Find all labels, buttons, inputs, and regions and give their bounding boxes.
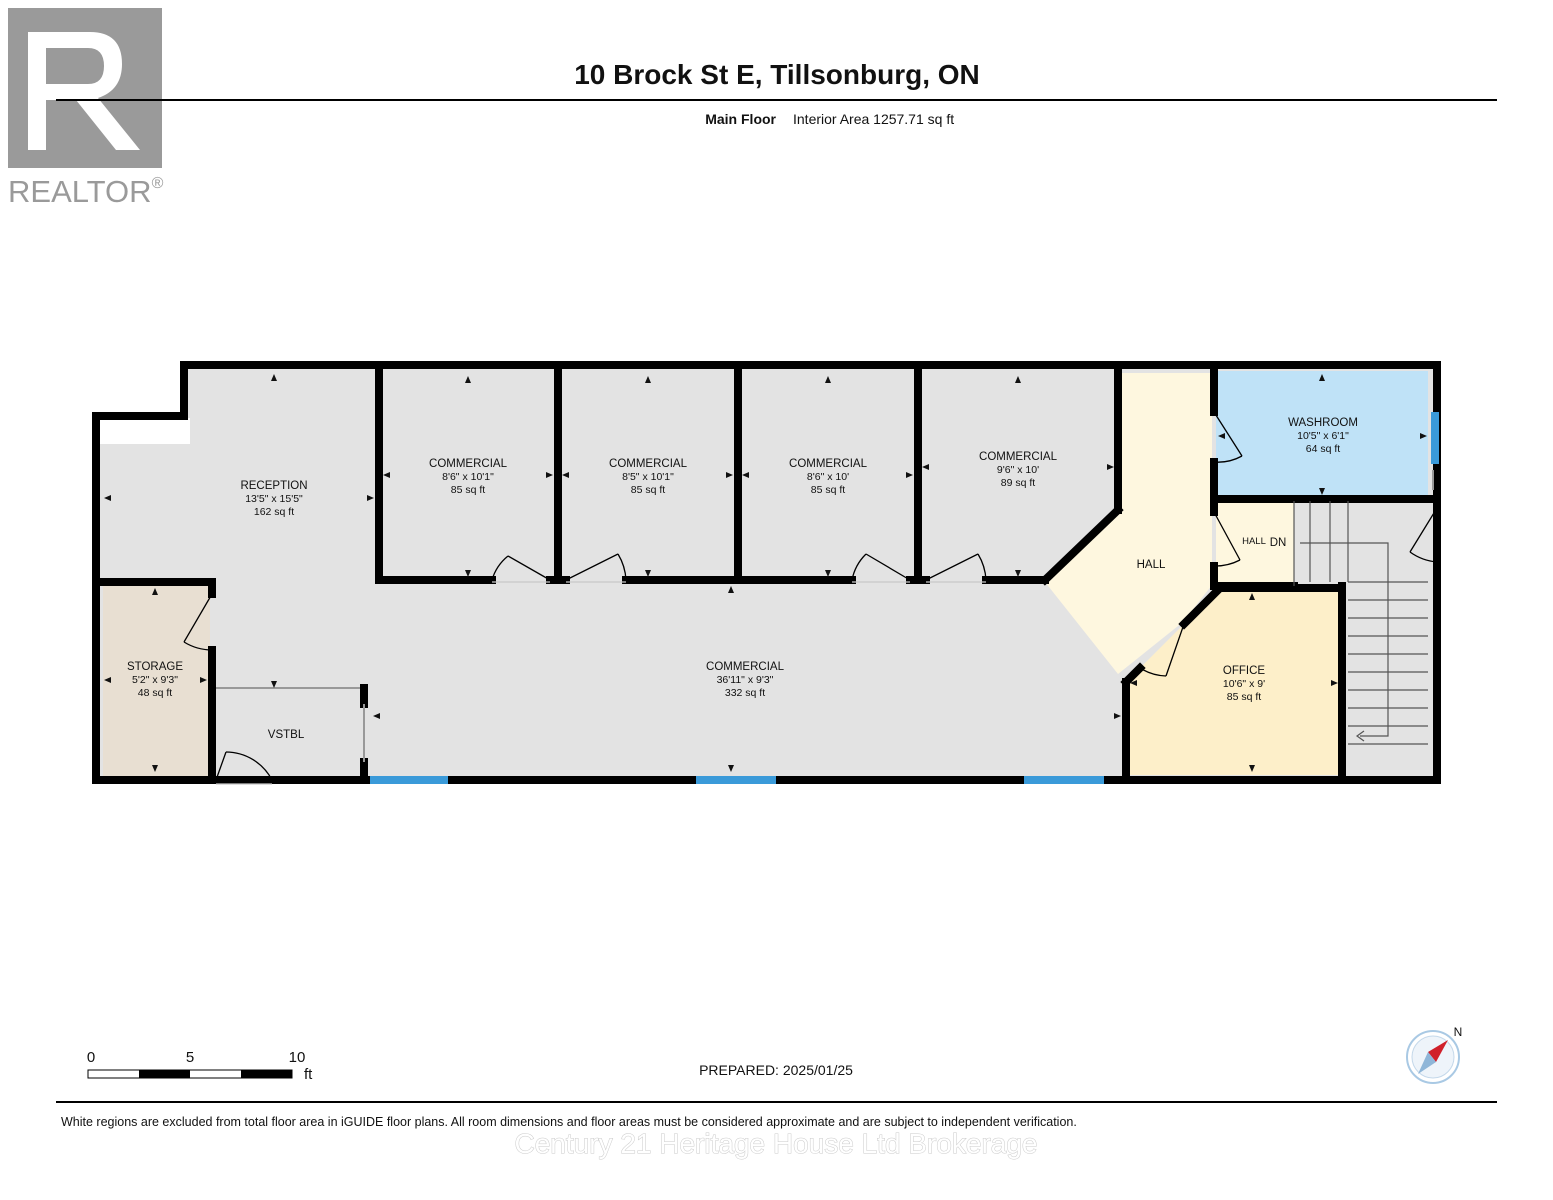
svg-text:REALTOR®: REALTOR® xyxy=(8,174,164,209)
svg-text:85 sq ft: 85 sq ft xyxy=(1227,691,1262,703)
svg-text:85 sq ft: 85 sq ft xyxy=(811,484,846,496)
svg-text:64 sq ft: 64 sq ft xyxy=(1306,443,1341,455)
interior-area: Interior Area 1257.71 sq ft xyxy=(793,111,954,127)
svg-text:162 sq ft: 162 sq ft xyxy=(254,506,294,518)
realtor-logo: REALTOR® xyxy=(8,8,164,209)
svg-text:36'11" x 9'3": 36'11" x 9'3" xyxy=(717,674,774,686)
window xyxy=(696,776,776,784)
room-commercial-3: COMMERCIAL 8'6" x 10' 85 sq ft xyxy=(789,458,868,496)
room-hall-small: HALL xyxy=(1242,536,1266,547)
room-office: OFFICE 10'6" x 9' 85 sq ft xyxy=(1223,665,1266,703)
room-commercial-main: COMMERCIAL 36'11" x 9'3" 332 sq ft xyxy=(706,661,785,699)
svg-text:332 sq ft: 332 sq ft xyxy=(725,687,765,699)
svg-text:10: 10 xyxy=(289,1049,306,1066)
floor-label: Main Floor xyxy=(705,111,776,127)
compass-north-icon: N xyxy=(1406,1025,1463,1084)
door-office xyxy=(1139,623,1185,677)
svg-text:RECEPTION: RECEPTION xyxy=(240,480,307,492)
svg-text:10'6" x 9': 10'6" x 9' xyxy=(1223,678,1265,690)
svg-text:13'5" x 15'5": 13'5" x 15'5" xyxy=(245,493,303,505)
svg-text:10'5" x 6'1": 10'5" x 6'1" xyxy=(1297,430,1349,442)
room-commercial-4: COMMERCIAL 9'6" x 10' 89 sq ft xyxy=(979,451,1058,489)
prepared-date: PREPARED: 2025/01/25 xyxy=(699,1062,853,1078)
svg-text:ft: ft xyxy=(304,1066,313,1083)
doors xyxy=(183,411,1438,781)
compass-north-label: N xyxy=(1454,1025,1463,1039)
room-vestibule: VSTBL xyxy=(268,729,305,741)
svg-text:5'2" x 9'3": 5'2" x 9'3" xyxy=(132,674,178,686)
window xyxy=(1431,412,1439,464)
door-vestibule xyxy=(215,751,273,781)
svg-text:8'5" x 10'1": 8'5" x 10'1" xyxy=(622,471,674,483)
svg-text:8'6" x 10'1": 8'6" x 10'1" xyxy=(442,471,494,483)
svg-text:8'6" x 10': 8'6" x 10' xyxy=(807,471,849,483)
svg-text:COMMERCIAL: COMMERCIAL xyxy=(789,458,868,470)
door-commercial-4 xyxy=(925,553,987,581)
window xyxy=(370,776,448,784)
door-washroom xyxy=(1213,411,1243,463)
svg-text:COMMERCIAL: COMMERCIAL xyxy=(429,458,508,470)
room-reception: RECEPTION 13'5" x 15'5" 162 sq ft xyxy=(240,480,307,518)
room-commercial-2: COMMERCIAL 8'5" x 10'1" 85 sq ft xyxy=(609,458,688,496)
svg-text:COMMERCIAL: COMMERCIAL xyxy=(979,451,1058,463)
svg-text:9'6" x 10': 9'6" x 10' xyxy=(997,464,1039,476)
svg-text:89 sq ft: 89 sq ft xyxy=(1001,477,1036,489)
svg-text:85 sq ft: 85 sq ft xyxy=(631,484,666,496)
svg-text:WASHROOM: WASHROOM xyxy=(1288,417,1358,429)
brokerage-watermark: Century 21 Heritage House Ltd Brokerage xyxy=(515,1128,1038,1159)
room-commercial-1: COMMERCIAL 8'6" x 10'1" 85 sq ft xyxy=(429,458,508,496)
svg-text:0: 0 xyxy=(87,1049,95,1066)
door-storage xyxy=(183,593,213,651)
svg-text:48 sq ft: 48 sq ft xyxy=(138,687,173,699)
svg-text:STORAGE: STORAGE xyxy=(127,661,183,673)
door-stair xyxy=(1409,507,1438,563)
svg-text:85 sq ft: 85 sq ft xyxy=(451,484,486,496)
room-hall: HALL xyxy=(1137,559,1166,571)
svg-text:5: 5 xyxy=(186,1049,194,1066)
window xyxy=(1024,776,1104,784)
realtor-r-icon xyxy=(28,32,140,150)
room-fills xyxy=(96,365,1437,780)
windows xyxy=(370,412,1439,784)
scale-bar: 0 5 10 ft xyxy=(87,1049,313,1083)
disclaimer: White regions are excluded from total fl… xyxy=(61,1115,1077,1129)
svg-text:COMMERCIAL: COMMERCIAL xyxy=(706,661,785,673)
dimension-arrows xyxy=(104,374,1427,772)
room-washroom: WASHROOM 10'5" x 6'1" 64 sq ft xyxy=(1288,417,1358,455)
room-storage: STORAGE 5'2" x 9'3" 48 sq ft xyxy=(127,661,183,699)
stairs xyxy=(1293,501,1428,745)
svg-text:COMMERCIAL: COMMERCIAL xyxy=(609,458,688,470)
door-commercial-1 xyxy=(491,555,551,581)
svg-text:OFFICE: OFFICE xyxy=(1223,665,1265,677)
door-hall xyxy=(1213,511,1241,567)
page-title: 10 Brock St E, Tillsonburg, ON xyxy=(574,59,980,90)
door-commercial-2 xyxy=(565,553,627,581)
walls xyxy=(92,361,1441,784)
door-commercial-3 xyxy=(851,553,911,581)
stairs-down-label: DN xyxy=(1270,537,1287,549)
